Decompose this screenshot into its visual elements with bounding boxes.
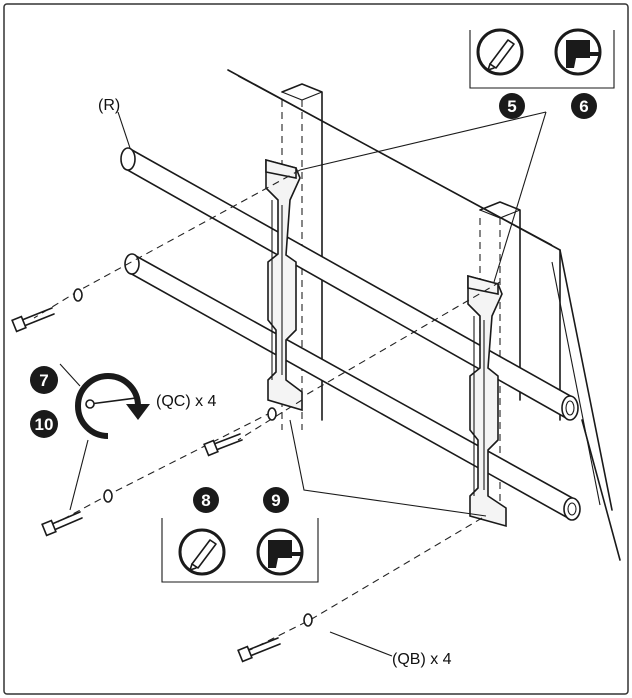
pencil-icon bbox=[476, 28, 524, 76]
svg-text:9: 9 bbox=[271, 491, 280, 510]
lag-screw-3 bbox=[41, 489, 113, 537]
clockwise-rotate-icon bbox=[75, 373, 150, 439]
step-7-badge: 7 bbox=[30, 366, 58, 394]
tv-panel bbox=[227, 69, 621, 561]
lag-screw-4 bbox=[237, 613, 313, 663]
rail-upper bbox=[120, 147, 579, 421]
diagram-frame bbox=[3, 3, 629, 695]
rail-lower bbox=[124, 253, 581, 521]
step-9-badge: 9 bbox=[263, 487, 289, 513]
step-8-badge: 8 bbox=[193, 487, 219, 513]
step-5-badge: 5 bbox=[499, 93, 525, 119]
hex-key-icon bbox=[85, 397, 137, 409]
label-qb: (QB) x 4 bbox=[392, 651, 452, 668]
svg-text:6: 6 bbox=[579, 97, 588, 116]
svg-text:8: 8 bbox=[201, 491, 210, 510]
svg-text:5: 5 bbox=[507, 97, 516, 116]
tool-box-top: 5 6 bbox=[469, 28, 615, 119]
lag-screw-2 bbox=[203, 407, 277, 457]
bracket-right bbox=[467, 274, 507, 528]
label-r: (R) bbox=[98, 97, 120, 114]
step-10-badge: 10 bbox=[30, 410, 58, 438]
tool-box-bottom: 8 9 bbox=[161, 487, 319, 583]
bracket-left bbox=[265, 158, 303, 412]
label-qc: (QC) x 4 bbox=[156, 393, 217, 410]
tightening-instruction: 7 10 (QC) x 4 bbox=[30, 366, 217, 439]
svg-text:7: 7 bbox=[39, 371, 48, 390]
drill-icon bbox=[256, 528, 304, 576]
svg-text:10: 10 bbox=[35, 415, 54, 434]
step-6-badge: 6 bbox=[571, 93, 597, 119]
drill-icon bbox=[554, 28, 602, 76]
pencil-icon bbox=[178, 528, 226, 576]
leader-lines bbox=[59, 111, 547, 657]
lag-screw-1 bbox=[11, 288, 83, 333]
